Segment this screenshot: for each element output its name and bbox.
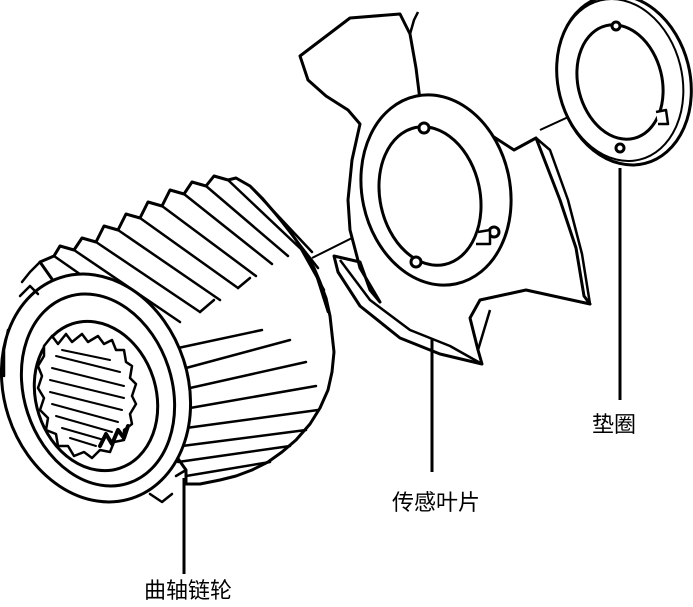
label-crankshaft-sprocket: 曲轴链轮: [144, 579, 232, 604]
sensor-vane: [298, 11, 592, 366]
washer: [555, 0, 693, 167]
crankshaft-sprocket: [0, 174, 336, 504]
label-sensor-vane: 传感叶片: [392, 491, 480, 516]
label-washer: 垫圈: [592, 413, 636, 438]
